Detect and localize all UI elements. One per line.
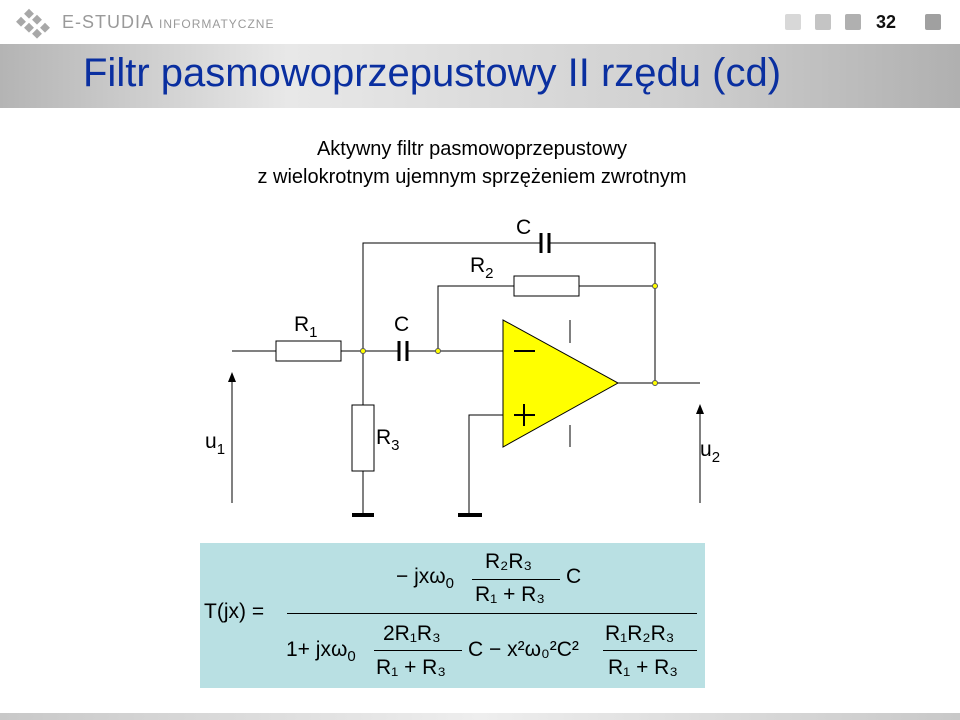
denominator-frac2-num: R₁R₂R₃ [605,622,675,645]
numerator-suffix: C [566,565,582,588]
voltage-arrows [231,376,701,503]
nav-square-1[interactable] [785,14,801,30]
nav-square-2[interactable] [815,14,831,30]
wire-plus-ground [468,414,503,515]
formula-lhs: T(jx) = [204,600,265,623]
frac-line [374,650,462,652]
page-number: 32 [876,12,897,32]
wire-feedback-r2 [437,285,655,351]
brand-text: E-STUDIA [62,12,154,32]
opamp [502,319,620,448]
resistor-r1 [275,340,342,362]
label-r2: R2 [470,254,494,282]
denominator-frac2-den: R₁ + R₃ [608,656,678,679]
denominator-frac1-num: 2R₁R₃ [383,622,441,645]
junction-dots [360,283,658,386]
resistor-r2 [513,275,580,297]
subtitle-line-2: z wielokrotnym ujemnym sprzężeniem zwrot… [257,166,687,188]
frac-line [472,579,560,581]
nav-square-3[interactable] [845,14,861,30]
resistor-r3 [351,404,375,472]
logo-icon [12,6,58,45]
denominator-frac1-den: R₁ + R₃ [376,656,446,679]
label-c-top: C [516,216,531,239]
numerator-prefix: − jxω0 [396,565,455,592]
opamp-signs [514,350,535,426]
denominator-mid: C − x²ω₀²C² [468,638,579,661]
title-bar [0,44,960,108]
brand-name: E-STUDIA INFORMATYCZNE [62,12,274,33]
circuit-diagram: C R2 R1 C R3 u1 u2 [205,216,720,517]
transfer-function-formula: T(jx) = − jxω0 R₂R₃ R₁ + R₃ C 1+ jxω0 2R… [200,543,705,688]
label-u2: u2 [700,438,720,466]
label-r3: R3 [376,426,400,454]
footer-bar [0,713,960,720]
arrow-heads [228,372,704,414]
denominator-prefix: 1+ jxω0 [286,638,356,665]
page-title: Filtr pasmowoprzepustowy II rzędu (cd) [83,51,782,95]
main-fraction-line [287,613,697,615]
subtitle-line-1: Aktywny filtr pasmowoprzepustowy [316,138,628,160]
label-r1: R1 [294,313,318,341]
label-u1: u1 [205,430,225,458]
numerator-frac-den: R₁ + R₃ [475,583,545,606]
label-c-mid: C [394,313,409,336]
numerator-frac-num: R₂R₃ [485,550,533,573]
frac-line [603,650,697,652]
capacitor-c-mid [397,341,409,361]
capacitor-c-top [539,233,551,253]
brand-subtext: INFORMATYCZNE [159,17,275,31]
wire-feedback-c [362,242,656,383]
nav-square-4[interactable] [925,14,941,30]
